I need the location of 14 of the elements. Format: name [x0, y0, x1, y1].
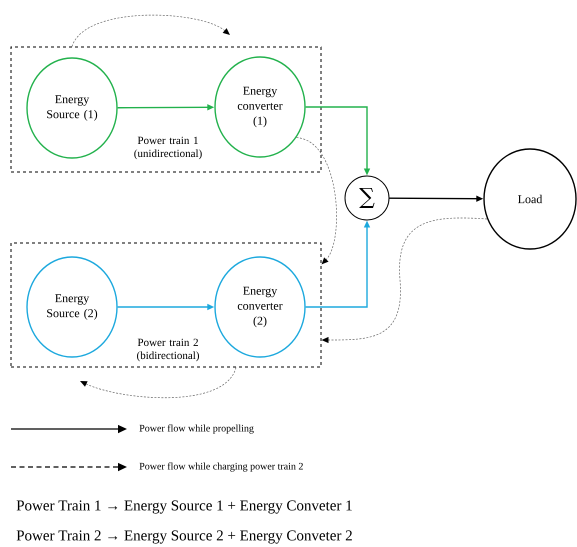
group-label: Power train 1 (unidirectional): [134, 136, 202, 160]
dotted-arrow: [296, 137, 337, 264]
circle-node: Energy converter (2): [214, 256, 306, 358]
dotted-arrow: [72, 14, 230, 47]
circle-node: Load: [483, 148, 577, 250]
equation-text: Power Train 1 → Energy Source 1 + Energy Conveter 1: [16, 500, 352, 514]
equation-text: Power Train 2 → Energy Source 2 + Energy Conveter 2: [16, 530, 352, 544]
circle-node: Energy Source (2): [26, 256, 118, 358]
circle-node: Energy Source (1): [26, 57, 118, 159]
circle-node: Energy converter (1): [214, 56, 306, 158]
dotted-arrow: [80, 367, 236, 398]
legend-text: Power flow while charging power train 2: [140, 462, 303, 472]
legend-text: Power flow while propelling: [140, 424, 254, 434]
group-label: Power train 2 (bidirectional): [137, 338, 199, 362]
